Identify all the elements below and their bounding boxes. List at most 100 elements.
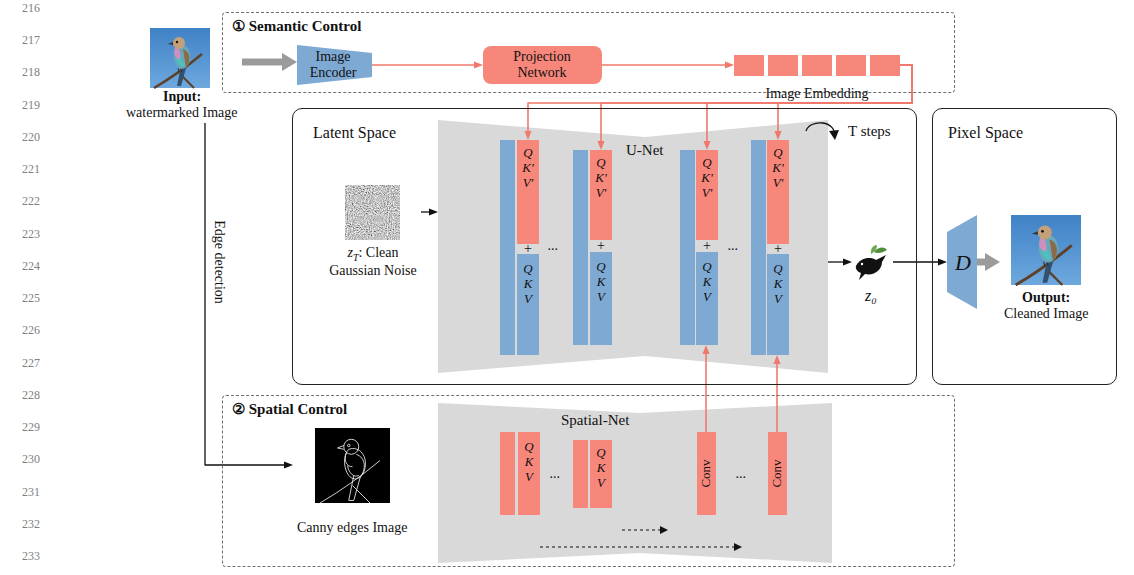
skip-arrow bbox=[540, 546, 734, 547]
node-text: z bbox=[347, 245, 352, 260]
cross-attention: Q K' V' bbox=[767, 140, 789, 244]
connector bbox=[705, 353, 707, 432]
space-panel: Pixel SpaceDOutput:Cleaned Image bbox=[932, 108, 1117, 385]
arrowhead bbox=[703, 345, 710, 354]
connector bbox=[977, 259, 986, 266]
arrowhead bbox=[660, 526, 668, 534]
node-text: Cleaned Image bbox=[1004, 306, 1088, 322]
self-attention: Q K V bbox=[517, 254, 539, 355]
ellipsis: ... bbox=[728, 238, 739, 254]
unet-shape bbox=[438, 120, 828, 373]
plus-sign: + bbox=[597, 238, 605, 254]
connector bbox=[601, 65, 912, 142]
node-text: Input: bbox=[163, 89, 201, 105]
connector bbox=[707, 65, 912, 142]
self-attention: Q K V bbox=[696, 252, 718, 345]
skip-arrow bbox=[622, 529, 660, 530]
node-text: Latent Space bbox=[313, 124, 396, 142]
node-text: Q K V bbox=[698, 260, 716, 305]
decoder-block: D bbox=[947, 215, 977, 309]
arrowhead bbox=[429, 209, 438, 216]
embedding-cell bbox=[734, 55, 764, 76]
latent-output: z₀ bbox=[852, 240, 893, 308]
text-group: zT: Clean Gaussian Noise bbox=[327, 245, 419, 279]
node-text: ② Spatial Control bbox=[232, 401, 347, 418]
spatialnet-block: Spatial-NetQ K VQ K VConvConv bbox=[438, 403, 832, 563]
embedding-vector: Image Embedding bbox=[734, 55, 900, 104]
resnet-block bbox=[751, 140, 766, 355]
node-text: Q K' V' bbox=[698, 156, 716, 201]
connector bbox=[242, 59, 283, 66]
bird-icon bbox=[856, 245, 887, 280]
embedding-cell bbox=[836, 55, 866, 76]
line-number: 232 bbox=[22, 518, 40, 532]
arrowhead bbox=[598, 141, 605, 150]
input-image: Input:watermarked Image bbox=[122, 26, 242, 123]
connector bbox=[421, 211, 430, 212]
node-text: : Clean Gaussian Noise bbox=[329, 245, 417, 278]
cross-attention: Q K' V' bbox=[590, 150, 612, 240]
trapezoid-shape bbox=[947, 215, 977, 309]
line-number: 216 bbox=[22, 2, 40, 16]
line-number: 228 bbox=[22, 389, 40, 403]
arrowhead bbox=[725, 62, 734, 69]
arrowhead bbox=[774, 355, 781, 364]
node-text: Image Encoder bbox=[302, 49, 364, 81]
noise-image bbox=[345, 185, 400, 240]
embedding-cell bbox=[870, 55, 900, 76]
edge-label: Edge detection bbox=[211, 220, 227, 304]
node-text: Canny edges Image bbox=[297, 520, 407, 536]
line-number: 231 bbox=[22, 486, 40, 500]
output-image: Output:Cleaned Image bbox=[1000, 212, 1092, 324]
line-number: 219 bbox=[22, 99, 40, 113]
conv-block: Conv bbox=[697, 432, 716, 515]
node-text: Q K V bbox=[592, 260, 610, 305]
self-attention: Q K V bbox=[590, 440, 612, 508]
node-text: watermarked Image bbox=[126, 105, 238, 121]
node-text: Q K V bbox=[592, 446, 610, 491]
node-text: T bbox=[353, 252, 359, 263]
arrowhead bbox=[704, 141, 711, 150]
resnet-block bbox=[573, 150, 588, 345]
connector bbox=[776, 363, 778, 432]
node-text: Conv bbox=[699, 459, 714, 487]
node-text: Q K V bbox=[769, 262, 787, 307]
line-number: 224 bbox=[22, 260, 40, 274]
spatialnet-shape bbox=[438, 403, 832, 563]
plus-sign: + bbox=[524, 241, 532, 257]
node-text: Pixel Space bbox=[948, 124, 1023, 142]
encoder-block: Image Encoder bbox=[297, 45, 372, 85]
step-label: T steps bbox=[848, 123, 891, 140]
node-text: Q K V bbox=[519, 262, 537, 307]
input-photo bbox=[150, 28, 210, 88]
node-text: Q K V bbox=[520, 440, 538, 485]
arrowhead bbox=[843, 259, 852, 266]
line-number: 220 bbox=[22, 131, 40, 145]
loop-arrow bbox=[806, 123, 834, 135]
node-text: U-Net bbox=[626, 142, 664, 159]
line-number: 226 bbox=[22, 324, 40, 338]
line-number: 233 bbox=[22, 550, 40, 564]
ellipsis: ... bbox=[550, 466, 561, 482]
canny-image: Canny edges Image bbox=[293, 425, 412, 538]
line-number: 227 bbox=[22, 357, 40, 371]
group-box: ② Spatial ControlCanny edges ImageSpatia… bbox=[222, 395, 955, 567]
unet-block: U-Net Q K' V' Q K V Q K' V' Q K V Q K' V' Q K … bbox=[438, 120, 828, 373]
node-text: Q K' V' bbox=[519, 146, 537, 191]
ellipsis: ... bbox=[736, 466, 747, 482]
cross-attention: Q K' V' bbox=[517, 140, 539, 244]
process-box: Projection Network bbox=[483, 46, 602, 84]
node-text: Conv bbox=[770, 459, 785, 487]
node-text: ① Semantic Control bbox=[232, 18, 361, 35]
node-text: Q K' V' bbox=[769, 146, 787, 191]
arrowhead bbox=[775, 131, 782, 140]
line-number: 221 bbox=[22, 163, 40, 177]
node-text: Image Embedding bbox=[766, 86, 869, 102]
embedding-cell bbox=[802, 55, 832, 76]
noise-image: zT: Clean Gaussian Noise bbox=[325, 183, 421, 281]
connector bbox=[372, 64, 475, 66]
self-attention: Q K V bbox=[767, 254, 789, 355]
